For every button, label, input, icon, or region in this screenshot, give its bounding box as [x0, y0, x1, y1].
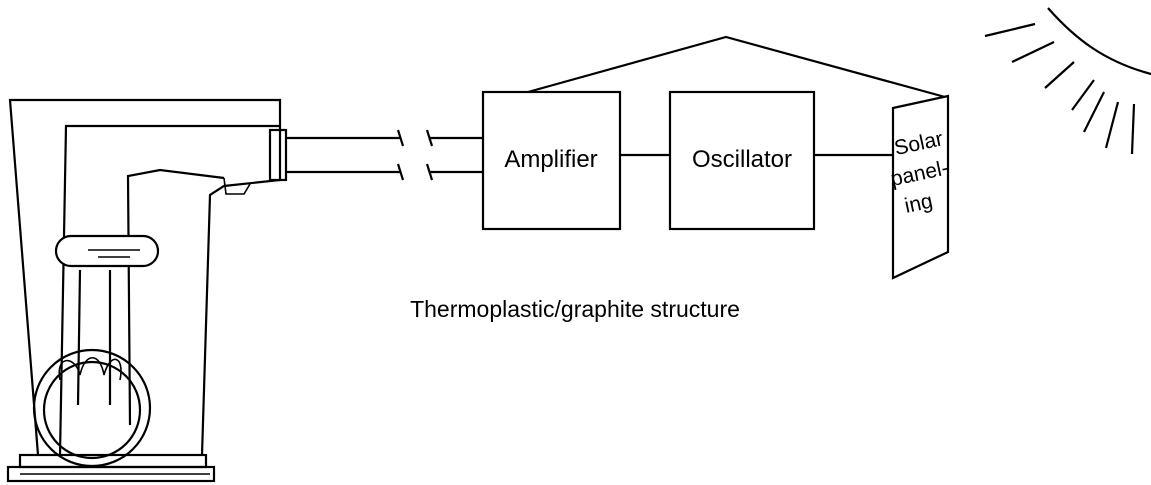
feedback-wire	[527, 35, 946, 99]
structure-caption: Thermoplastic/graphite structure	[410, 296, 740, 322]
lamp-fixture-icon	[6, 98, 288, 483]
amplifier-box: Amplifier	[481, 90, 622, 231]
amplifier-label: Amplifier	[504, 146, 597, 173]
oscillator-label: Oscillator	[692, 146, 792, 173]
signal-cable	[286, 129, 483, 181]
solar-label-line3: ing	[903, 189, 935, 217]
sun-icon	[984, 7, 1151, 155]
oscillator-box: Oscillator	[668, 90, 816, 231]
solar-panel: Solar panel- ing	[889, 94, 951, 280]
